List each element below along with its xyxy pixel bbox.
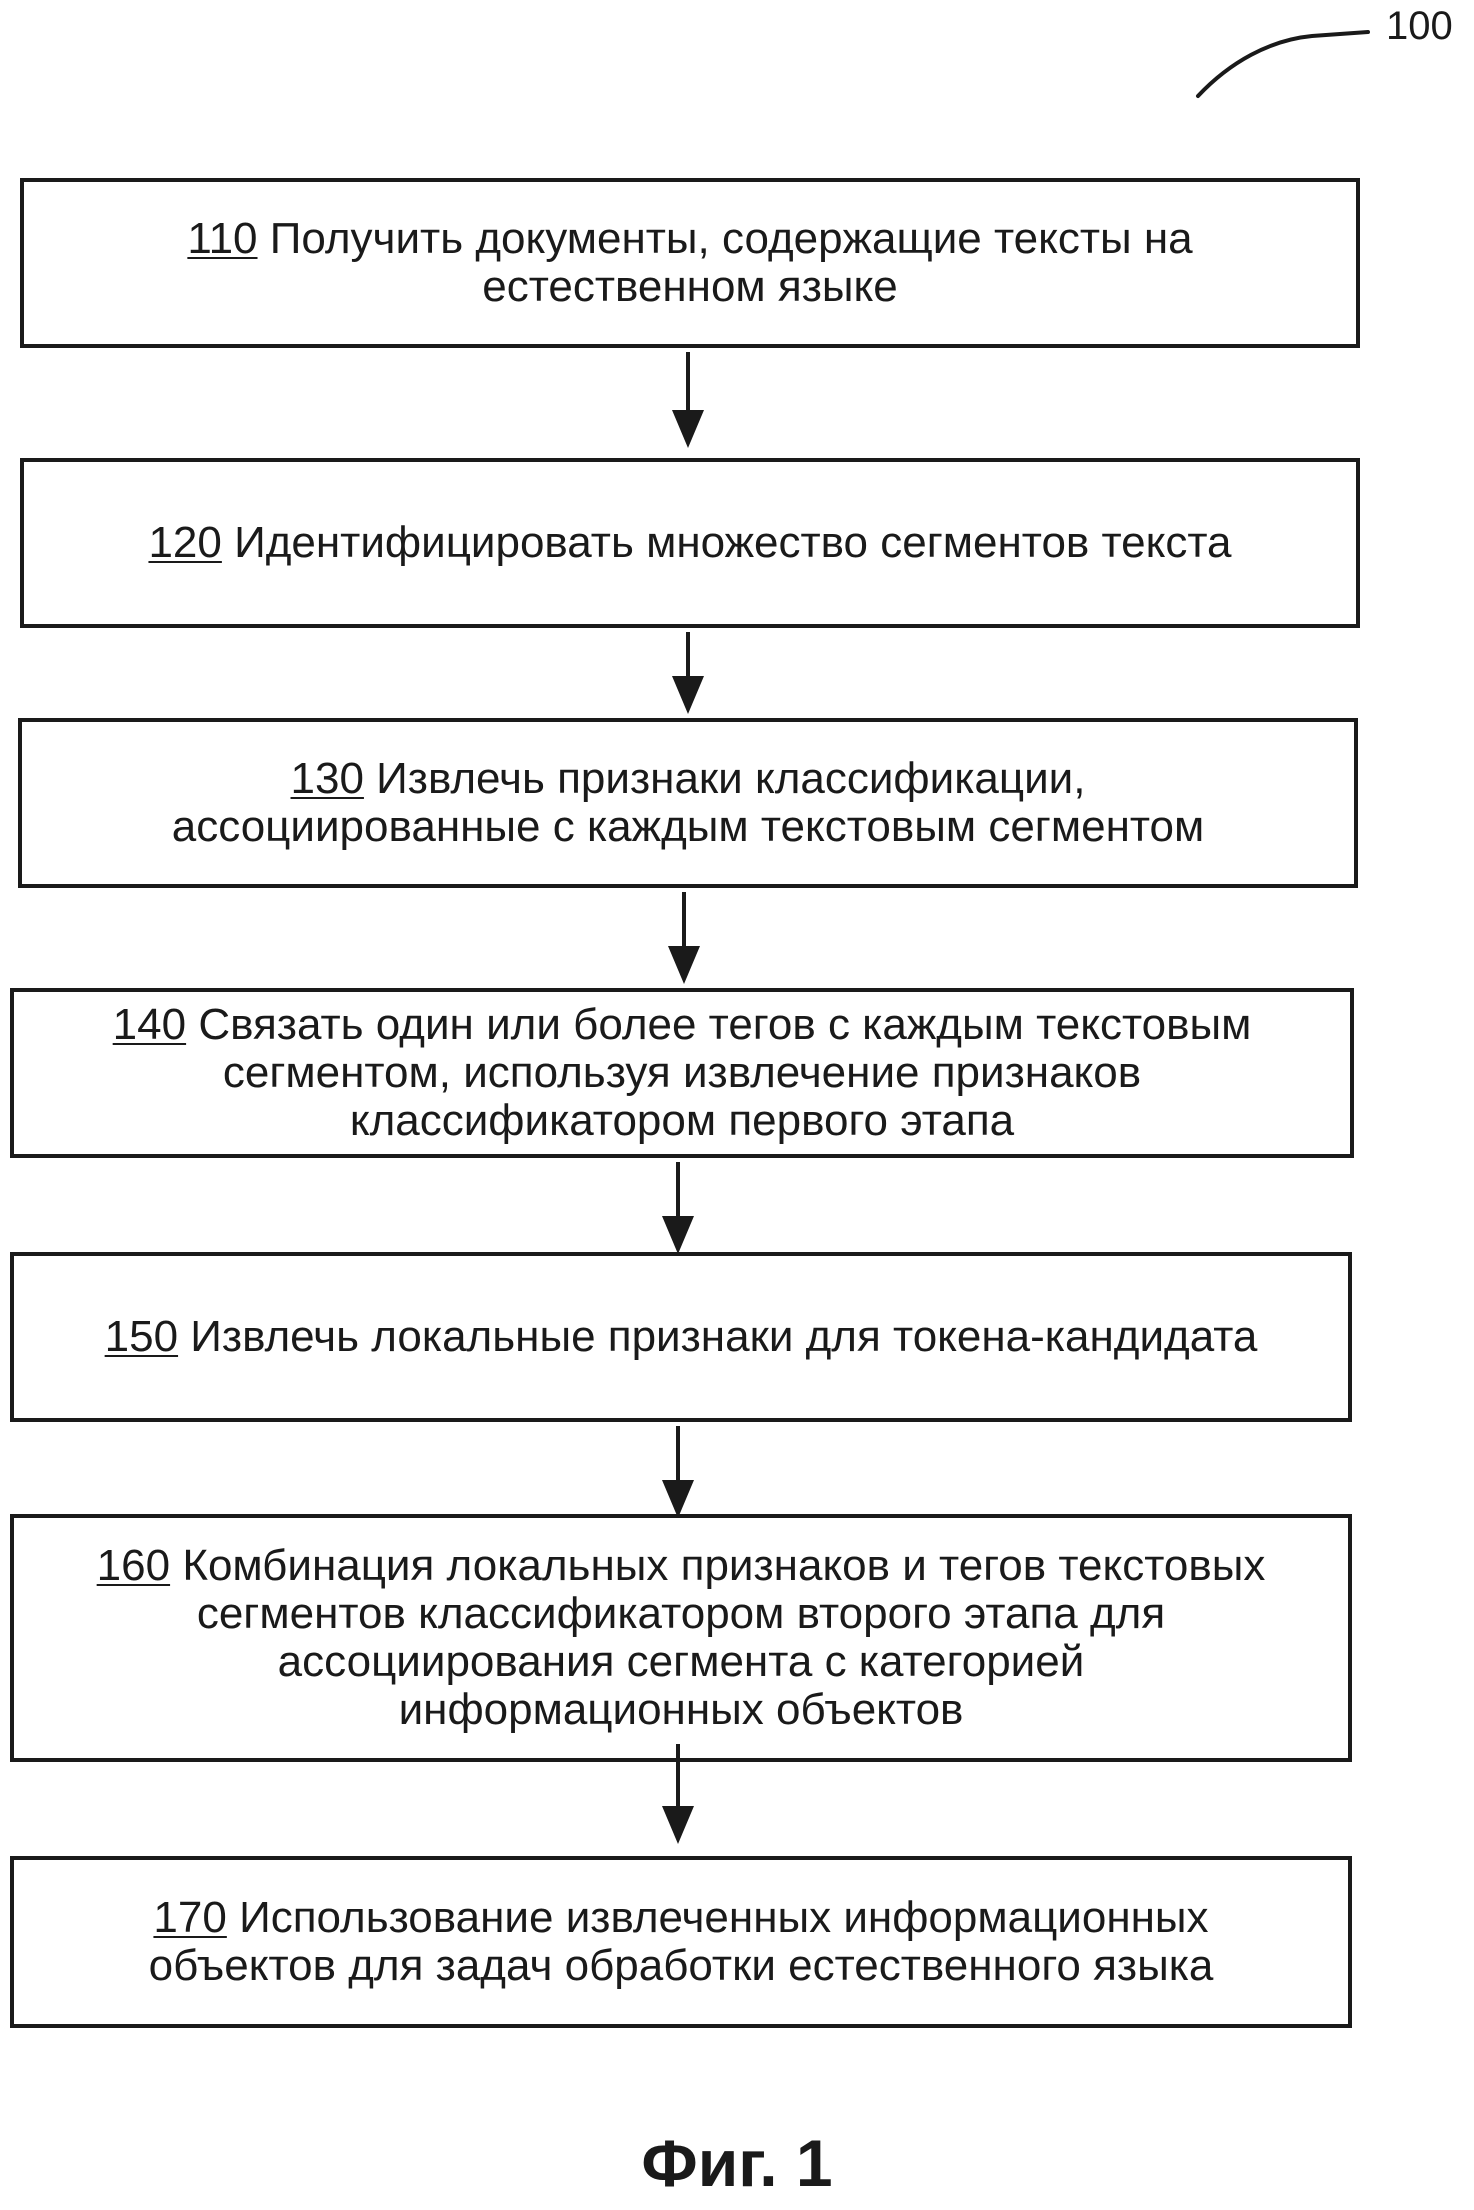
step-170-text: 170 Использование извлеченных информацио… xyxy=(149,1894,1214,1990)
step-130-number: 130 xyxy=(291,754,364,803)
step-150-number: 150 xyxy=(105,1312,178,1361)
step-140-text: 140 Связать один или более тегов с кажды… xyxy=(113,1001,1252,1145)
step-170-label: Использование извлеченных информационных… xyxy=(149,1893,1214,1990)
step-110-number: 110 xyxy=(187,214,257,263)
step-140-number: 140 xyxy=(113,1000,186,1049)
step-170-number: 170 xyxy=(153,1893,226,1942)
step-120-label: Идентифицировать множество сегментов тек… xyxy=(234,518,1231,567)
step-130-box: 130 Извлечь признаки классификации, ассо… xyxy=(18,718,1358,888)
step-120-text: 120 Идентифицировать множество сегментов… xyxy=(148,519,1231,567)
arrow-140-to-150 xyxy=(658,1162,698,1258)
step-160-number: 160 xyxy=(97,1541,170,1590)
reference-leader-line xyxy=(0,0,1474,120)
arrow-130-to-140 xyxy=(664,892,704,988)
step-170-box: 170 Использование извлеченных информацио… xyxy=(10,1856,1352,2028)
step-150-label: Извлечь локальные признаки для токена-ка… xyxy=(190,1312,1257,1361)
step-110-label: Получить документы, содержащие тексты на… xyxy=(270,214,1193,311)
arrow-150-to-160 xyxy=(658,1426,698,1522)
step-160-text: 160 Комбинация локальных признаков и тег… xyxy=(97,1542,1266,1734)
step-150-box: 150 Извлечь локальные признаки для токен… xyxy=(10,1252,1352,1422)
figure-caption: Фиг. 1 xyxy=(0,2125,1474,2201)
arrow-110-to-120 xyxy=(668,352,708,452)
arrow-160-to-170 xyxy=(658,1744,698,1848)
step-160-label: Комбинация локальных признаков и тегов т… xyxy=(182,1541,1265,1734)
step-110-box: 110 Получить документы, содержащие текст… xyxy=(20,178,1360,348)
arrow-120-to-130 xyxy=(668,632,708,718)
step-120-box: 120 Идентифицировать множество сегментов… xyxy=(20,458,1360,628)
step-150-text: 150 Извлечь локальные признаки для токен… xyxy=(105,1313,1258,1361)
step-160-box: 160 Комбинация локальных признаков и тег… xyxy=(10,1514,1352,1762)
step-140-label: Связать один или более тегов с каждым те… xyxy=(198,1000,1251,1145)
step-120-number: 120 xyxy=(148,518,221,567)
step-140-box: 140 Связать один или более тегов с кажды… xyxy=(10,988,1354,1158)
step-110-text: 110 Получить документы, содержащие текст… xyxy=(187,215,1192,311)
step-130-text: 130 Извлечь признаки классификации, ассо… xyxy=(172,755,1205,851)
